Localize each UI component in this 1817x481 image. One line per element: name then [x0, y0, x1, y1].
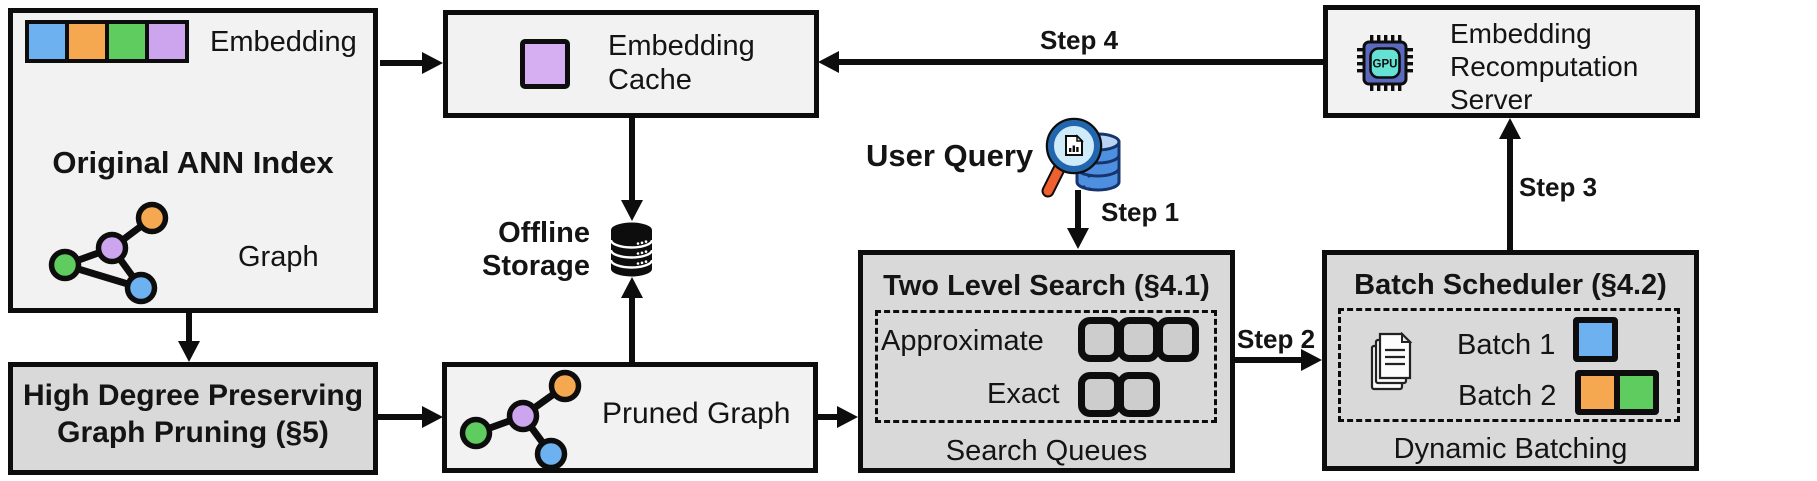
batch-1-label: Batch 1 [1457, 329, 1556, 361]
step-1-label: Step 1 [1101, 197, 1180, 227]
embedding-cache-label: Embedding Cache [608, 30, 755, 96]
box-embedding-cache: Embedding Cache [443, 10, 819, 118]
embedding-cell-purple [145, 20, 189, 63]
batch-square-orange [1575, 370, 1620, 415]
queue-slot [1078, 317, 1121, 362]
batch-square-green [1614, 370, 1659, 415]
batch-square-blue [1573, 317, 1618, 362]
user-query-icon [1041, 117, 1121, 198]
box-recomputation-server: GPU Embedding Recomputation Server [1323, 5, 1700, 118]
batch-scheduler-title: Batch Scheduler (§4.2) [1354, 269, 1667, 301]
original-ann-index-title: Original ANN Index [52, 145, 334, 180]
gpu-chip-icon: GPU [1357, 35, 1413, 91]
batch-2-label: Batch 2 [1458, 380, 1557, 412]
box-original-ann-index: Embedding Original ANN Index Graph [8, 8, 378, 313]
approximate-label: Approximate [881, 325, 1044, 357]
queue-slot [1117, 317, 1160, 362]
batch-docs-icon [1370, 332, 1413, 391]
step-3-label: Step 3 [1519, 172, 1598, 202]
box-graph-pruning: High Degree Preserving Graph Pruning (§5… [8, 362, 378, 475]
embedding-cell-blue [25, 20, 69, 63]
two-level-search-title: Two Level Search (§4.1) [883, 270, 1210, 302]
batch-2-squares [1575, 370, 1659, 415]
embedding-label: Embedding [210, 26, 357, 58]
pruned-graph-label: Pruned Graph [602, 397, 791, 430]
step-2-label: Step 2 [1237, 324, 1316, 354]
graph-pruning-label: High Degree Preserving Graph Pruning (§5… [22, 379, 364, 449]
offline-storage-db-icon [609, 222, 654, 277]
gpu-chip-label: GPU [1373, 59, 1398, 71]
recomputation-server-label: Embedding Recomputation Server [1450, 18, 1639, 115]
queue-slot [1117, 372, 1160, 417]
cached-embedding-square [520, 39, 570, 89]
ann-graph-icon [48, 201, 169, 305]
queue-slot [1078, 372, 1121, 417]
offline-storage-label: Offline Storage [482, 217, 590, 282]
pruned-graph-icon [459, 369, 582, 469]
exact-queue-slots [1078, 372, 1160, 417]
box-batch-scheduler: Batch Scheduler (§4.2) Batch 1 Batch 2 D… [1322, 250, 1699, 471]
embedding-vector-strip [25, 20, 189, 63]
exact-label: Exact [987, 378, 1060, 410]
batch-1-squares [1573, 317, 1618, 362]
box-pruned-graph: Pruned Graph [442, 362, 818, 473]
approximate-queue-slots [1078, 317, 1199, 362]
box-two-level-search: Two Level Search (§4.1) Approximate Exac… [858, 250, 1235, 473]
embedding-cell-green [105, 20, 149, 63]
step-4-label: Step 4 [1040, 25, 1119, 55]
dynamic-batching-caption: Dynamic Batching [1393, 433, 1628, 465]
user-query-label: User Query [866, 138, 1034, 173]
graph-label: Graph [238, 241, 319, 273]
dynamic-batching-panel [1338, 308, 1680, 422]
search-queues-panel [875, 310, 1217, 423]
queue-slot [1156, 317, 1199, 362]
search-queues-caption: Search Queues [945, 435, 1148, 467]
embedding-cell-orange [65, 20, 109, 63]
